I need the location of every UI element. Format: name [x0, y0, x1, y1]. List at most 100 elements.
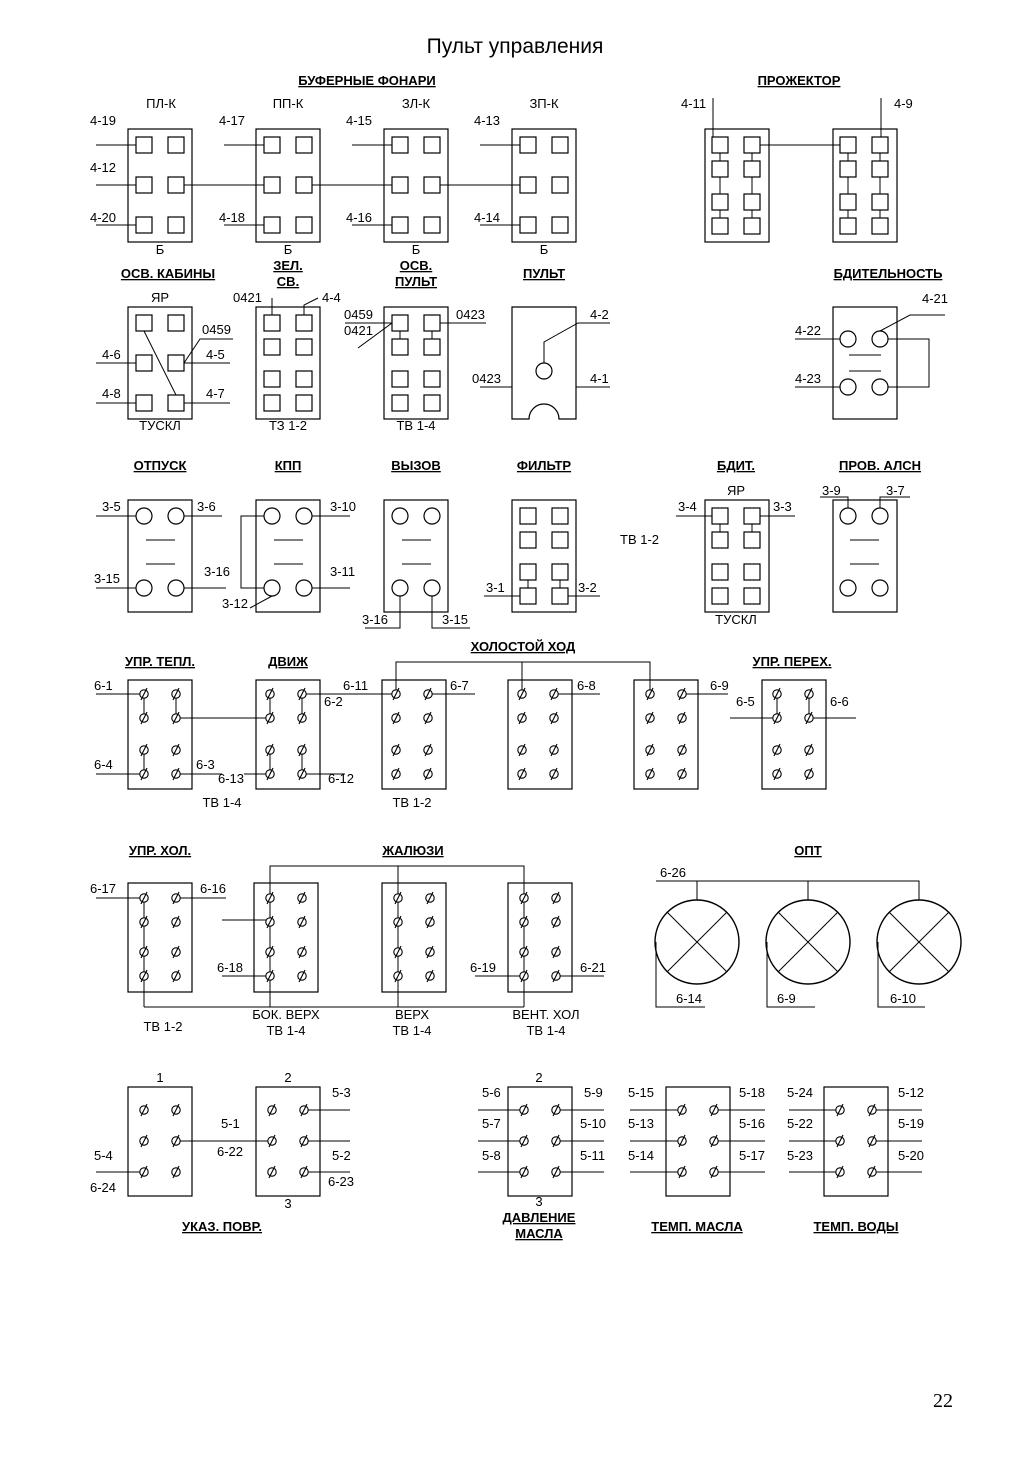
screw-terminal-icon — [265, 687, 275, 701]
wire-group — [96, 1109, 922, 1173]
screw-terminal-icon — [709, 1134, 719, 1148]
screw-terminal-icon — [423, 743, 433, 757]
screw-terminal-icon — [265, 891, 275, 905]
header-prozhektor: ПРОЖЕКТОР — [758, 73, 841, 88]
screw-terminal-icon — [519, 1134, 529, 1148]
screw-terminal-icon — [677, 743, 687, 757]
wire-label: 4-19 — [90, 113, 116, 128]
wire-label: 6-21 — [580, 960, 606, 975]
wire-label: 5-22 — [787, 1116, 813, 1131]
header-filtr: ФИЛЬТР — [517, 458, 572, 473]
screw-terminal-icon — [804, 743, 814, 757]
wire-label: 6-8 — [577, 678, 596, 693]
screw-terminal-icon — [804, 711, 814, 725]
terminal-group — [519, 507, 569, 605]
wire-label: 6-24 — [90, 1180, 116, 1195]
screw-terminal-icon — [551, 1165, 561, 1179]
wire-group — [712, 98, 882, 218]
pult-knob — [535, 362, 553, 380]
wire-label: 5-15 — [628, 1085, 654, 1100]
osv-kabiny-section: ОСВ. КАБИНЫ ЯР 0459 4-6 4-5 4-8 4-7 ТУСК… — [96, 266, 233, 433]
wire-label: 3-16 — [204, 564, 230, 579]
screw-terminal-icon — [551, 969, 561, 983]
wire-label: 6-23 — [328, 1174, 354, 1189]
lamp-icon — [876, 899, 962, 985]
terminal-symbols — [139, 687, 877, 1179]
wire-label: 4-9 — [894, 96, 913, 111]
kpp-section: КПП 3-16 3-10 3-11 3-12 — [204, 458, 356, 613]
bufer-section: БУФЕРНЫЕ ФОНАРИ ПЛ-К ПП-К ЗЛ-К ЗП-К — [90, 73, 577, 257]
wire-label: 4-21 — [922, 291, 948, 306]
wire-group — [480, 322, 610, 388]
screw-terminal-icon — [265, 711, 275, 725]
wire-label: 6-11 — [343, 678, 368, 693]
label-b: Б — [412, 242, 421, 257]
wire-label: 6-17 — [90, 881, 116, 896]
screw-terminal-icon — [835, 1165, 845, 1179]
terminal-group — [135, 136, 569, 234]
switch-body — [255, 679, 321, 790]
wire-group — [365, 596, 470, 629]
wire-label: 6-5 — [736, 694, 755, 709]
pin-number: 1 — [156, 1070, 163, 1085]
screw-terminal-icon — [425, 969, 435, 983]
wire-group — [820, 496, 910, 508]
wire-label: 5-14 — [628, 1148, 654, 1163]
screw-terminal-icon — [867, 1134, 877, 1148]
screw-terminal-icon — [551, 1103, 561, 1117]
switch-body — [832, 499, 898, 613]
wire-label: 5-12 — [898, 1085, 924, 1100]
wire-label: 3-2 — [578, 580, 597, 595]
header-zel-sv: ЗЕЛ. — [273, 258, 303, 273]
label-tv-1-2: ТВ 1-2 — [620, 532, 659, 547]
page-number: 22 — [933, 1390, 953, 1412]
screw-terminal-icon — [772, 711, 782, 725]
wire-label: 4-11 — [681, 96, 706, 111]
label-tv-1-4: ТВ 1-4 — [396, 418, 435, 433]
wire-label: 4-6 — [102, 347, 121, 362]
wire-label: 3-10 — [330, 499, 356, 514]
screw-terminal-icon — [517, 743, 527, 757]
wire-label: 6-2 — [324, 694, 343, 709]
wire-label: 5-2 — [332, 1148, 351, 1163]
screw-terminal-icon — [267, 1103, 277, 1117]
wire-label: 5-9 — [584, 1085, 603, 1100]
wire-label: 5-19 — [898, 1116, 924, 1131]
pult-section: ПУЛЬТ 4-2 0423 4-1 — [472, 266, 610, 420]
label-pl-k: ПЛ-К — [146, 96, 176, 111]
screw-terminal-icon — [677, 1134, 687, 1148]
terminal-group — [711, 507, 761, 605]
switch-body — [761, 679, 827, 790]
wire-label: 0423 — [456, 307, 485, 322]
pin-number: 2 — [284, 1070, 291, 1085]
screw-terminal-icon — [139, 891, 149, 905]
screw-terminal-icon — [551, 915, 561, 929]
wire-label: 6-3 — [196, 757, 215, 772]
screw-terminal-icon — [804, 767, 814, 781]
screw-terminal-icon — [393, 891, 403, 905]
wire-label: 3-7 — [886, 483, 905, 498]
header-temp-masla: ТЕМП. МАСЛА — [651, 1219, 743, 1234]
label-tv-1-4: ТВ 1-4 — [202, 795, 241, 810]
header-upr-pereh: УПР. ПЕРЕХ. — [752, 654, 831, 669]
wire-label: 6-12 — [328, 771, 354, 786]
label-vent-hol: ВЕНТ. ХОЛ — [512, 1007, 579, 1022]
page-title: Пульт управления — [427, 35, 604, 58]
wire-label: 4-16 — [346, 210, 372, 225]
switch-body — [127, 499, 193, 613]
screw-terminal-icon — [171, 915, 181, 929]
wire-label: 6-26 — [660, 865, 686, 880]
label-b: Б — [284, 242, 293, 257]
wire-label: 6-10 — [890, 991, 916, 1006]
screw-terminal-icon — [171, 767, 181, 781]
screw-terminal-icon — [171, 1165, 181, 1179]
screw-terminal-icon — [265, 915, 275, 929]
screw-terminal-icon — [425, 915, 435, 929]
header-osv-kabiny: ОСВ. КАБИНЫ — [121, 266, 215, 281]
wire-group — [96, 865, 604, 1008]
screw-terminal-icon — [139, 1103, 149, 1117]
screw-terminal-icon — [517, 767, 527, 781]
screw-terminal-icon — [645, 711, 655, 725]
screw-terminal-icon — [171, 1103, 181, 1117]
screw-terminal-icon — [171, 687, 181, 701]
